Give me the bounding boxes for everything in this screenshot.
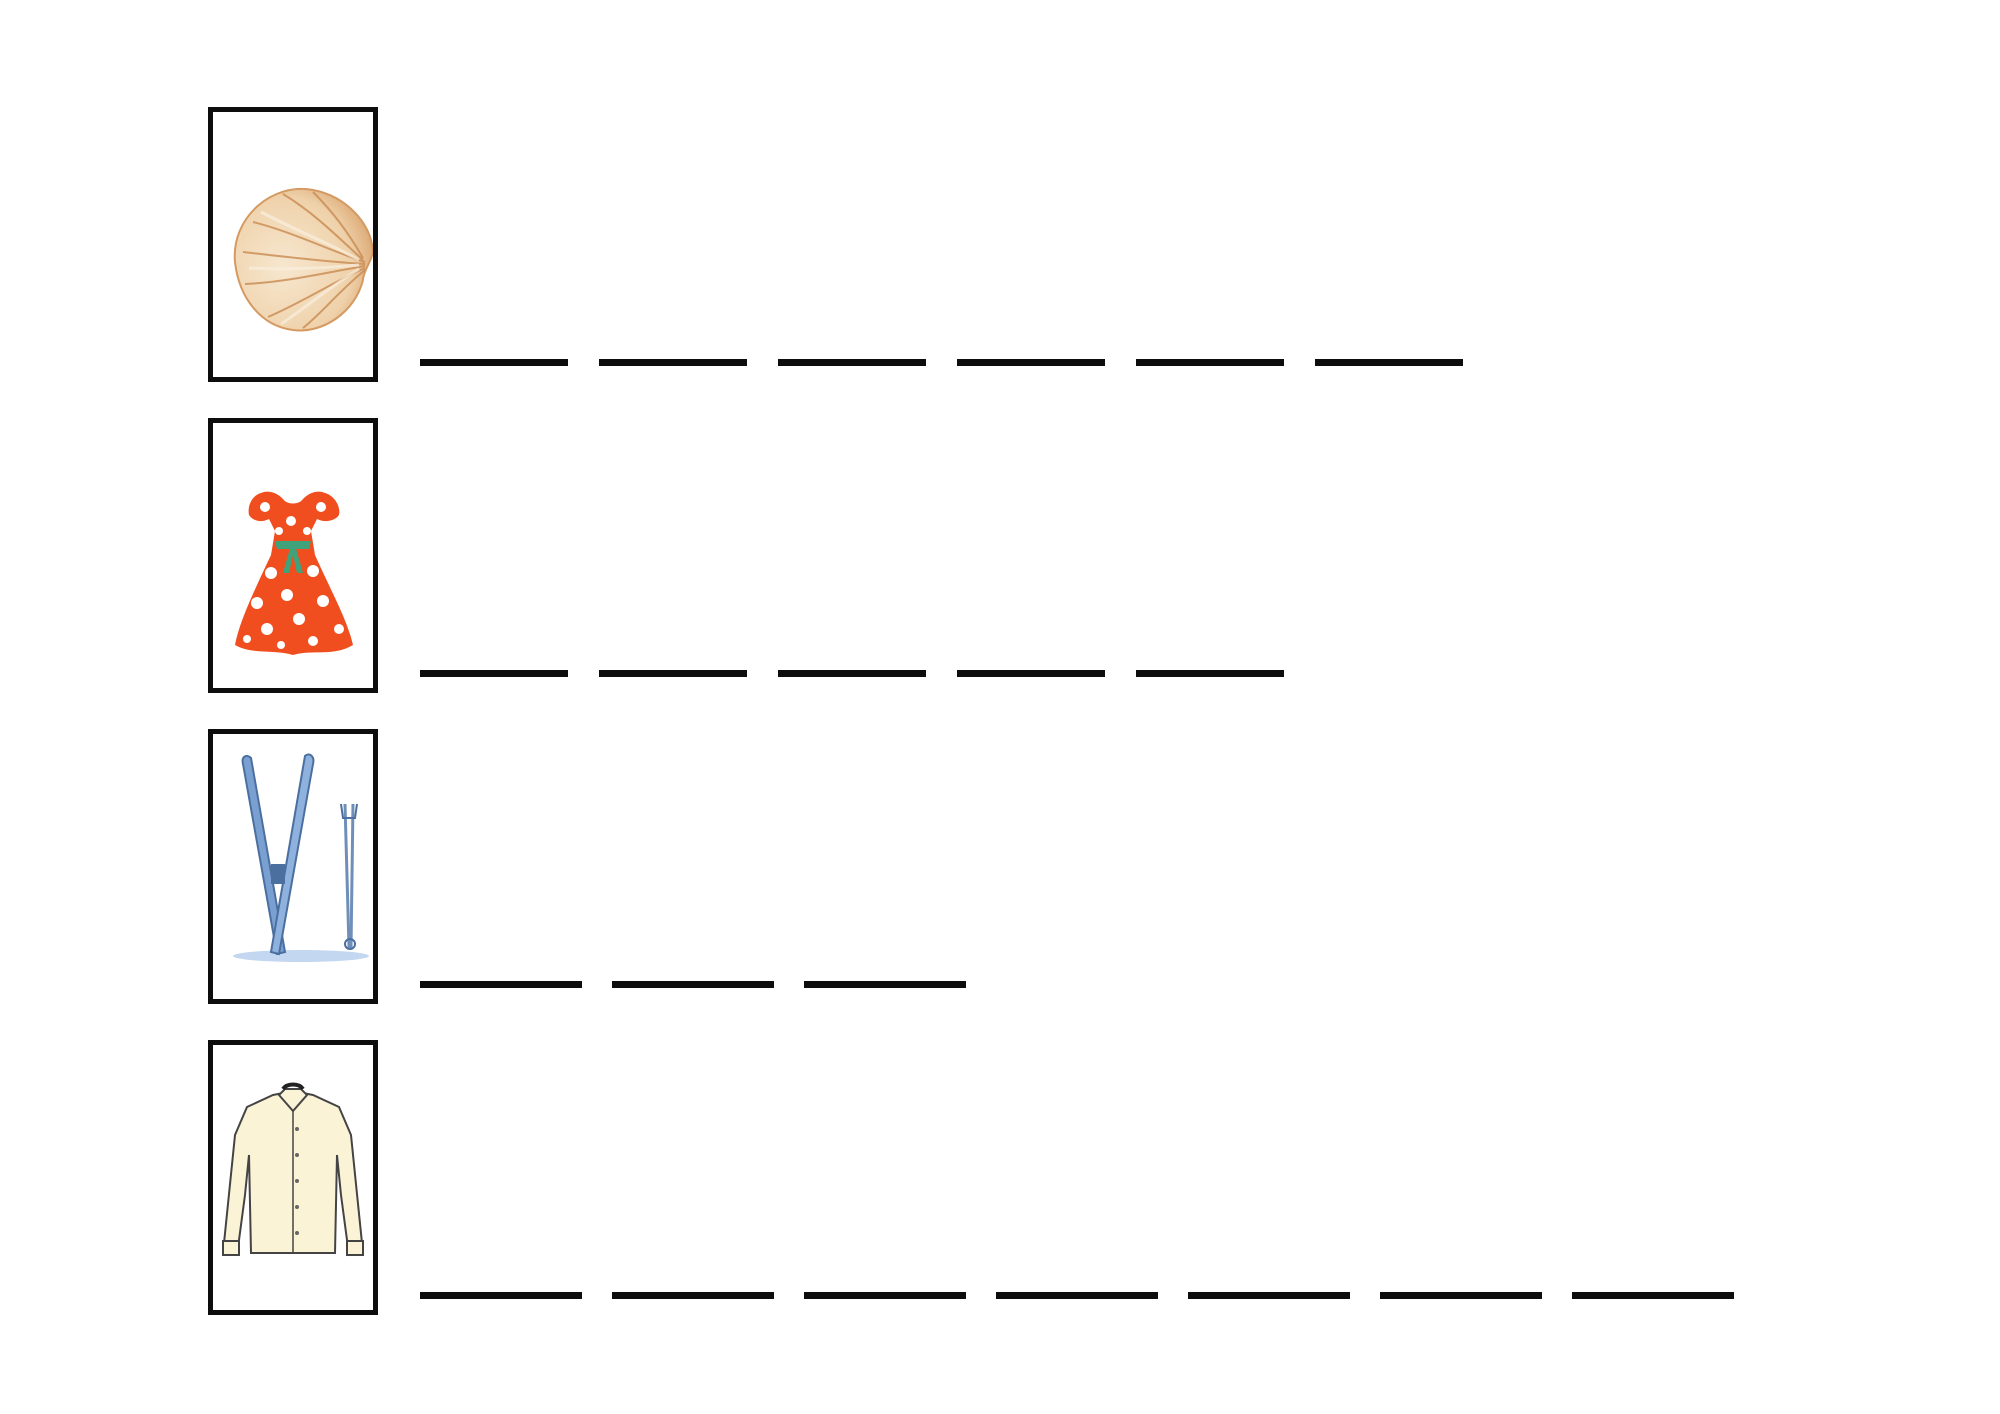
letter-blank[interactable] bbox=[957, 670, 1105, 677]
letter-blank[interactable] bbox=[1136, 359, 1284, 366]
letter-blank[interactable] bbox=[957, 359, 1105, 366]
letter-blanks-1 bbox=[420, 359, 1494, 366]
letter-blank[interactable] bbox=[612, 981, 774, 988]
letter-blank[interactable] bbox=[420, 670, 568, 677]
letter-blank[interactable] bbox=[1188, 1292, 1350, 1299]
letter-blanks-3 bbox=[420, 981, 996, 988]
word-row-4 bbox=[208, 1040, 1808, 1315]
letter-blank[interactable] bbox=[804, 981, 966, 988]
picture-card-4 bbox=[208, 1040, 378, 1315]
letter-blank[interactable] bbox=[612, 1292, 774, 1299]
skis-icon bbox=[233, 753, 369, 962]
letter-blank[interactable] bbox=[1572, 1292, 1734, 1299]
letter-blank[interactable] bbox=[1315, 359, 1463, 366]
letter-blank[interactable] bbox=[599, 670, 747, 677]
letter-blank[interactable] bbox=[599, 359, 747, 366]
word-row-3 bbox=[208, 729, 1808, 1004]
picture-card-1 bbox=[208, 107, 378, 382]
word-row-1 bbox=[208, 107, 1808, 382]
picture-card-3 bbox=[208, 729, 378, 1004]
letter-blank[interactable] bbox=[778, 359, 926, 366]
letter-blank[interactable] bbox=[778, 670, 926, 677]
word-row-2 bbox=[208, 418, 1808, 693]
letter-blanks-2 bbox=[420, 670, 1315, 677]
letter-blanks-4 bbox=[420, 1292, 1764, 1299]
letter-blank[interactable] bbox=[804, 1292, 966, 1299]
letter-blank[interactable] bbox=[420, 359, 568, 366]
seashell-icon bbox=[233, 187, 373, 332]
picture-card-2 bbox=[208, 418, 378, 693]
shirt-icon bbox=[221, 1082, 365, 1257]
dress-icon bbox=[235, 491, 353, 655]
letter-blank[interactable] bbox=[1380, 1292, 1542, 1299]
letter-blank[interactable] bbox=[420, 1292, 582, 1299]
letter-blank[interactable] bbox=[1136, 670, 1284, 677]
letter-blank[interactable] bbox=[420, 981, 582, 988]
letter-blank[interactable] bbox=[996, 1292, 1158, 1299]
